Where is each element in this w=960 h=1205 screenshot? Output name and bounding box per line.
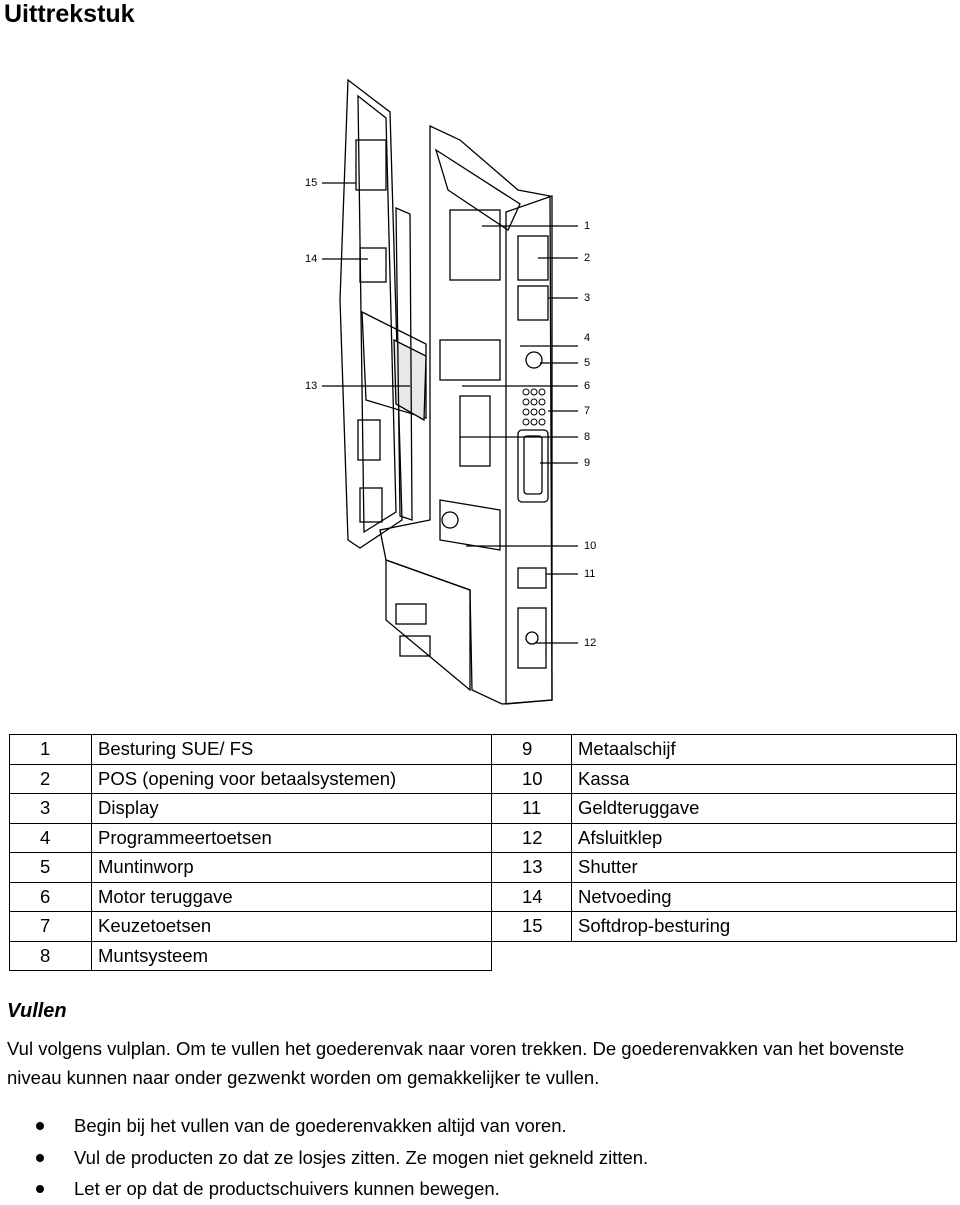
table-row: 6 Motor teruggave 14 Netvoeding <box>9 881 957 912</box>
part-label: Besturing SUE/ FS <box>91 734 492 765</box>
callout-7: 7 <box>584 405 591 417</box>
part-number: 2 <box>9 763 92 794</box>
part-label: Keuzetoetsen <box>91 911 492 942</box>
part-number: 10 <box>491 763 572 794</box>
part-number: 4 <box>9 822 92 853</box>
part-number: 1 <box>9 734 92 765</box>
part-label: Muntinworp <box>91 852 492 883</box>
list-item: Begin bij het vullen van de goederenvakk… <box>7 1110 648 1142</box>
bullet-icon <box>36 1153 44 1162</box>
part-number: 9 <box>491 734 572 765</box>
list-item-text: Let er op dat de productschuivers kunnen… <box>74 1178 500 1199</box>
part-number: 6 <box>9 881 92 912</box>
part-number: 7 <box>9 911 92 942</box>
part-label: Metaalschijf <box>571 734 957 765</box>
callout-2: 2 <box>584 252 591 264</box>
part-label: POS (opening voor betaalsystemen) <box>91 763 492 794</box>
callout-5: 5 <box>584 357 591 369</box>
part-label: Afsluitklep <box>571 822 957 853</box>
part-label: Motor teruggave <box>91 881 492 912</box>
parts-table: 1 Besturing SUE/ FS 9 Metaalschijf 2 POS… <box>9 734 957 971</box>
part-label: Shutter <box>571 852 957 883</box>
part-label: Geldteruggave <box>571 793 957 824</box>
part-number: 13 <box>491 852 572 883</box>
bullet-icon <box>36 1122 44 1130</box>
page-title: Uittrekstuk <box>4 0 135 28</box>
part-number: 15 <box>491 911 572 942</box>
list-item: Let er op dat de productschuivers kunnen… <box>7 1173 648 1205</box>
callout-10: 10 <box>584 540 597 552</box>
part-number: 5 <box>9 852 92 883</box>
table-row: 3 Display 11 Geldteruggave <box>9 793 957 824</box>
table-row: 8 Muntsysteem <box>9 940 957 971</box>
callout-8: 8 <box>584 431 591 443</box>
part-label: Softdrop-besturing <box>571 911 957 942</box>
part-number: 3 <box>9 793 92 824</box>
machine-exploded-drawing <box>322 78 578 705</box>
part-number: 8 <box>9 940 92 971</box>
table-row: 7 Keuzetoetsen 15 Softdrop-besturing <box>9 911 957 942</box>
callout-9: 9 <box>584 457 591 469</box>
part-label: Netvoeding <box>571 881 957 912</box>
callout-3: 3 <box>584 292 591 304</box>
part-label: Programmeertoetsen <box>91 822 492 853</box>
callout-4: 4 <box>584 332 591 344</box>
part-number: 12 <box>491 822 572 853</box>
section-heading: Vullen <box>7 1000 67 1022</box>
part-label: Display <box>91 793 492 824</box>
callout-14: 14 <box>305 253 318 265</box>
instruction-list: Begin bij het vullen van de goederenvakk… <box>7 1110 648 1205</box>
list-item-text: Begin bij het vullen van de goederenvakk… <box>74 1115 567 1136</box>
callout-13: 13 <box>305 380 318 392</box>
list-item: Vul de producten zo dat ze losjes zitten… <box>7 1142 648 1174</box>
table-row: 4 Programmeertoetsen 12 Afsluitklep <box>9 822 957 853</box>
bullet-icon <box>36 1185 44 1193</box>
part-label: Muntsysteem <box>91 940 492 971</box>
part-number: 14 <box>491 881 572 912</box>
section-paragraph: Vul volgens vulplan. Om te vullen het go… <box>7 1038 905 1088</box>
empty-cell <box>491 940 957 971</box>
callout-15: 15 <box>305 177 318 189</box>
callout-6: 6 <box>584 380 591 392</box>
part-number: 11 <box>491 793 572 824</box>
list-item-text: Vul de producten zo dat ze losjes zitten… <box>74 1146 649 1168</box>
table-row: 5 Muntinworp 13 Shutter <box>9 852 957 883</box>
callout-11: 11 <box>584 568 596 580</box>
callout-1: 1 <box>584 220 591 232</box>
part-label: Kassa <box>571 763 957 794</box>
table-row: 2 POS (opening voor betaalsystemen) 10 K… <box>9 763 957 794</box>
callout-12: 12 <box>584 637 597 649</box>
table-row: 1 Besturing SUE/ FS 9 Metaalschijf <box>9 734 957 765</box>
